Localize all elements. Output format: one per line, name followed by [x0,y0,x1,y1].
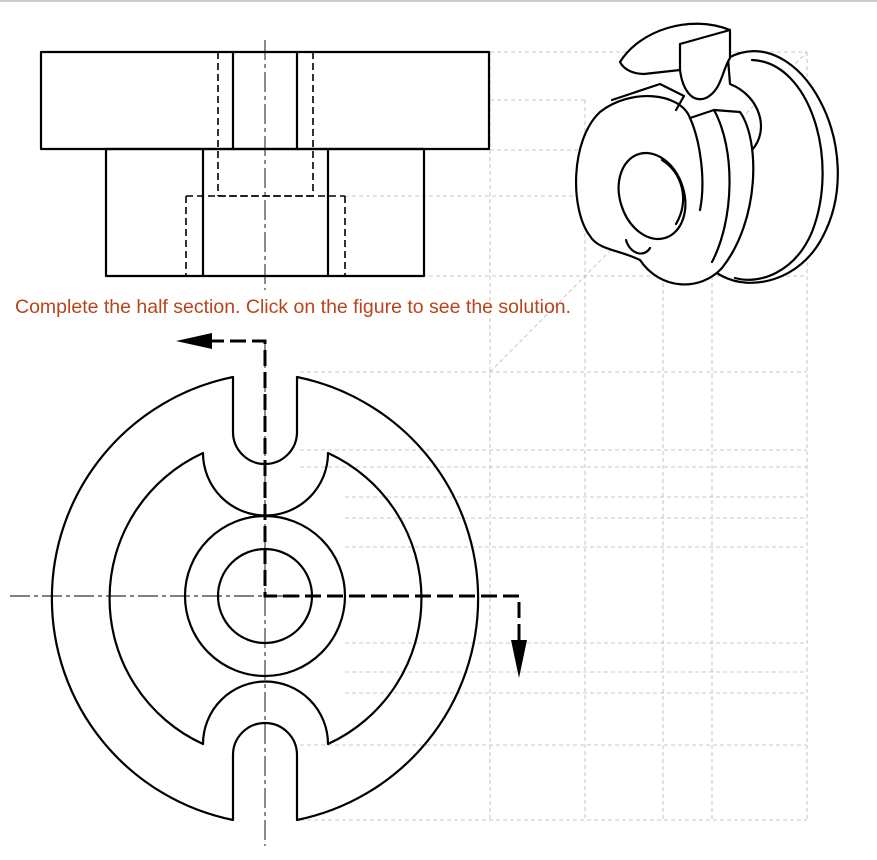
cutting-plane-line [176,333,527,678]
cutting-plane-arrow-left-icon [176,333,212,349]
top-view[interactable] [10,340,480,846]
iso-flange-top-tab [618,22,732,101]
front-hidden-lines [185,52,346,276]
top-hub-outline [108,451,423,746]
iso-top-tab-edge [678,28,732,46]
instruction-text: Complete the half section. Click on the … [15,296,572,318]
top-outer-outline [50,375,480,822]
cutting-plane-arrow-down-icon [511,640,527,678]
iso-bottom-notch [624,238,652,255]
iso-hub-top-notch [610,82,686,112]
iso-hub-notch-edge [688,116,704,212]
front-view[interactable] [39,40,491,290]
iso-flange-inner-edge [733,58,824,281]
iso-bore-inner [660,158,685,226]
isometric-view[interactable] [575,22,839,286]
iso-hub-rim [710,108,731,264]
